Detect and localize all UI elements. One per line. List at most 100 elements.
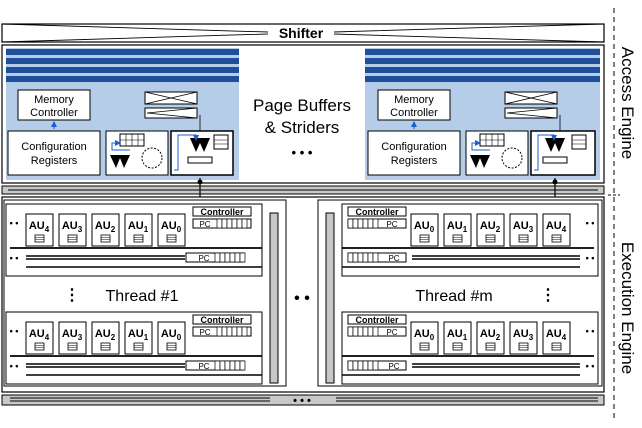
svg-text:AU2: AU2 <box>95 328 116 342</box>
svg-text:AU3: AU3 <box>62 220 83 234</box>
svg-text:• •: • • <box>10 361 19 371</box>
svg-text:• •: • • <box>586 361 595 371</box>
svg-text:AU4: AU4 <box>29 220 50 234</box>
thread-ellipsis: • • <box>294 290 310 307</box>
au-1: AU1 <box>124 213 153 247</box>
au-4: AU4 <box>542 321 571 355</box>
thread-m-label: Thread #m <box>415 288 492 305</box>
svg-text:AU2: AU2 <box>480 220 501 234</box>
svg-text:AU4: AU4 <box>29 328 50 342</box>
svg-text:PC: PC <box>198 254 209 263</box>
svg-text:AU1: AU1 <box>447 220 468 234</box>
vertical-dots-left: ⋮ <box>64 287 80 304</box>
page-buffers-label: Page Buffers & Striders <box>253 96 351 137</box>
strider-unit-right-b <box>530 130 596 176</box>
au-2: AU2 <box>91 213 120 247</box>
controller-box <box>192 206 252 217</box>
au-3: AU3 <box>509 321 538 355</box>
svg-text:Memory: Memory <box>34 94 74 106</box>
svg-text:PC: PC <box>386 328 397 337</box>
shifter-bar: Shifter <box>1 23 605 43</box>
svg-text:• •: • • <box>586 218 595 228</box>
strider-unit-left-a <box>105 130 169 176</box>
svg-text:PC: PC <box>386 220 397 229</box>
svg-text:AU4: AU4 <box>546 220 567 234</box>
execution-engine-label: Execution Engine <box>618 242 637 374</box>
svg-text:• •: • • <box>586 326 595 336</box>
svg-text:AU0: AU0 <box>161 220 182 234</box>
thread-1-label: Thread #1 <box>106 288 179 305</box>
au-1: AU1 <box>443 321 472 355</box>
svg-text:• •: • • <box>586 253 595 263</box>
config-registers-right: Configuration Registers <box>367 130 461 176</box>
au-3: AU3 <box>58 321 87 355</box>
svg-text:Controller: Controller <box>30 107 78 119</box>
svg-text:AU1: AU1 <box>128 220 149 234</box>
access-engine-label: Access Engine <box>618 47 637 159</box>
au-4: AU4 <box>25 213 54 247</box>
au-0: AU0 <box>157 321 186 355</box>
thread-bus-right <box>325 212 335 384</box>
crossbar-right <box>504 91 558 119</box>
au-0: AU0 <box>157 213 186 247</box>
controller-box <box>347 206 407 217</box>
au-0: AU0 <box>410 321 439 355</box>
au-2: AU2 <box>476 213 505 247</box>
svg-text:PC: PC <box>388 362 399 371</box>
svg-text:Controller: Controller <box>355 315 398 325</box>
svg-text:Memory: Memory <box>394 94 434 106</box>
svg-text:AU2: AU2 <box>95 220 116 234</box>
au-2: AU2 <box>476 321 505 355</box>
engine-bus <box>1 185 605 195</box>
strider-unit-right-a <box>465 130 529 176</box>
bottom-bus: • • • <box>1 394 605 407</box>
svg-text:Controller: Controller <box>200 207 243 217</box>
thread-bus-left <box>269 212 279 384</box>
svg-text:AU2: AU2 <box>480 328 501 342</box>
svg-text:Page Buffers: Page Buffers <box>253 96 351 115</box>
svg-text:PC: PC <box>198 362 209 371</box>
svg-text:AU3: AU3 <box>513 220 534 234</box>
svg-text:• • •: • • • <box>293 395 311 407</box>
svg-text:& Striders: & Striders <box>265 118 340 137</box>
memory-controller-left: Memory Controller <box>17 89 91 121</box>
au-1: AU1 <box>443 213 472 247</box>
controller-box <box>347 314 407 325</box>
svg-text:AU4: AU4 <box>546 328 567 342</box>
svg-text:Controller: Controller <box>390 107 438 119</box>
svg-text:• •: • • <box>10 326 19 336</box>
svg-text:• •: • • <box>10 253 19 263</box>
memory-controller-right: Memory Controller <box>377 89 451 121</box>
access-ellipsis: • • • <box>292 145 313 160</box>
au-2: AU2 <box>91 321 120 355</box>
vertical-dots-right: ⋮ <box>540 287 556 304</box>
shifter-label: Shifter <box>279 25 324 41</box>
svg-text:PC: PC <box>199 328 210 337</box>
svg-text:AU0: AU0 <box>161 328 182 342</box>
controller-box <box>192 314 252 325</box>
config-registers-left: Configuration Registers <box>7 130 101 176</box>
svg-text:PC: PC <box>388 254 399 263</box>
crossbar-left <box>144 91 198 119</box>
svg-text:Registers: Registers <box>391 155 438 167</box>
svg-text:AU0: AU0 <box>414 328 435 342</box>
svg-text:AU0: AU0 <box>414 220 435 234</box>
svg-text:AU3: AU3 <box>513 328 534 342</box>
strider-unit-left-b <box>170 130 234 176</box>
au-0: AU0 <box>410 213 439 247</box>
svg-text:AU1: AU1 <box>128 328 149 342</box>
au-4: AU4 <box>542 213 571 247</box>
au-3: AU3 <box>58 213 87 247</box>
svg-text:• •: • • <box>10 218 19 228</box>
au-3: AU3 <box>509 213 538 247</box>
svg-text:AU1: AU1 <box>447 328 468 342</box>
au-1: AU1 <box>124 321 153 355</box>
svg-text:Registers: Registers <box>31 155 78 167</box>
svg-text:Configuration: Configuration <box>381 141 446 153</box>
